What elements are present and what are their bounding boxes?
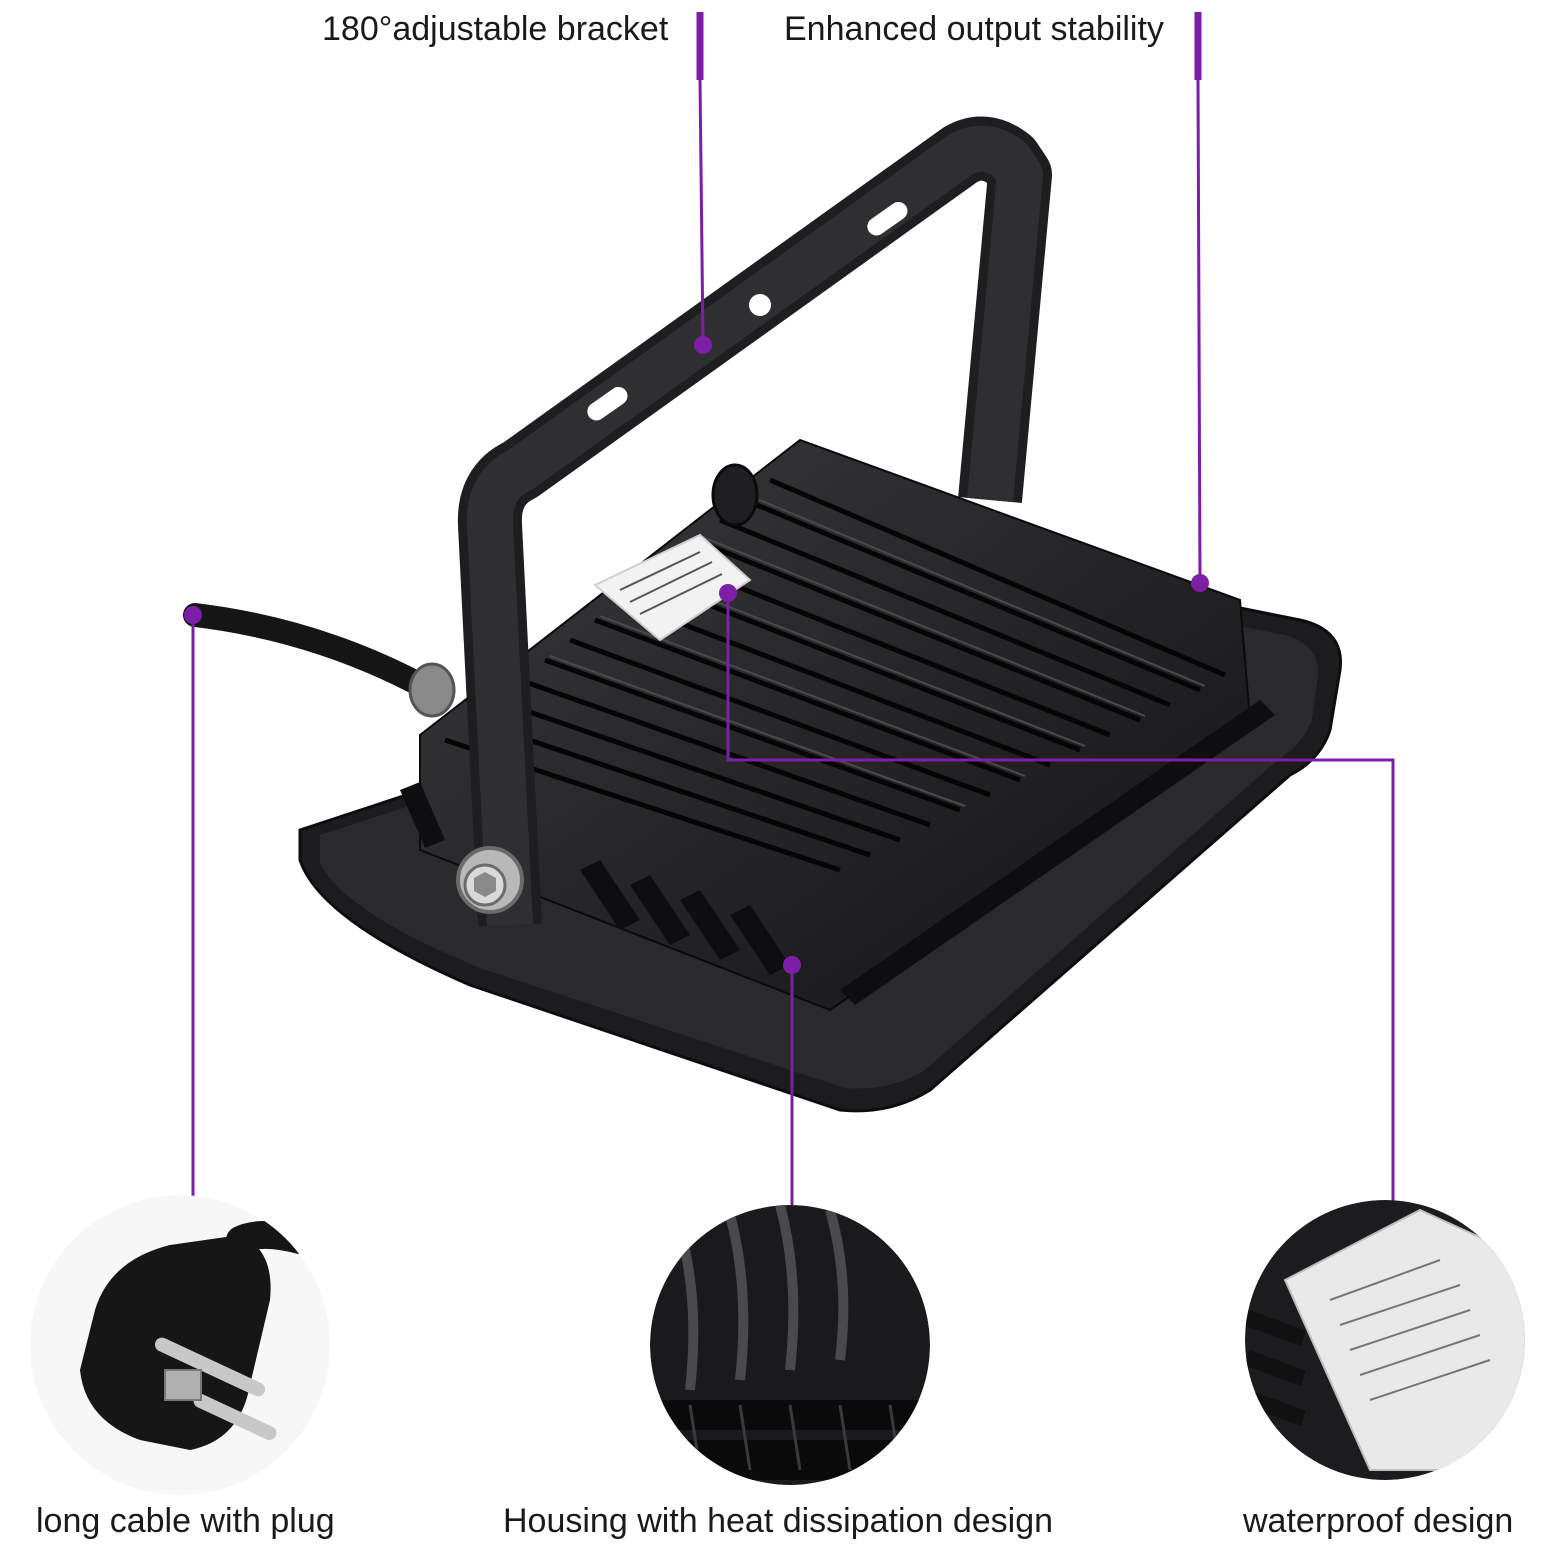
waterproof-detail-image [1245, 1200, 1525, 1480]
bracket-bolt [456, 846, 524, 914]
callout-label-waterproof: waterproof design [1243, 1502, 1514, 1540]
bracket-slots [587, 201, 908, 421]
callout-label-cable: long cable with plug [36, 1502, 335, 1540]
callout-label-bracket: 180°adjustable bracket [322, 10, 669, 48]
rating-label [593, 533, 752, 642]
callout-dots [184, 336, 1209, 974]
callout-label-stability: Enhanced output stability [784, 10, 1164, 48]
heat-sink-fins [444, 477, 1226, 873]
callout-lines [191, 12, 1395, 1205]
heat-sink-fin-highlights [549, 495, 1206, 807]
plug-detail-image [30, 1195, 330, 1495]
power-cable [183, 603, 456, 718]
callout-label-housing: Housing with heat dissipation design [503, 1502, 1054, 1540]
heat-sink-detail-image [650, 1205, 930, 1485]
cable-gland [711, 463, 759, 527]
side-fins [400, 700, 1275, 1005]
adjustable-bracket [457, 116, 1052, 927]
